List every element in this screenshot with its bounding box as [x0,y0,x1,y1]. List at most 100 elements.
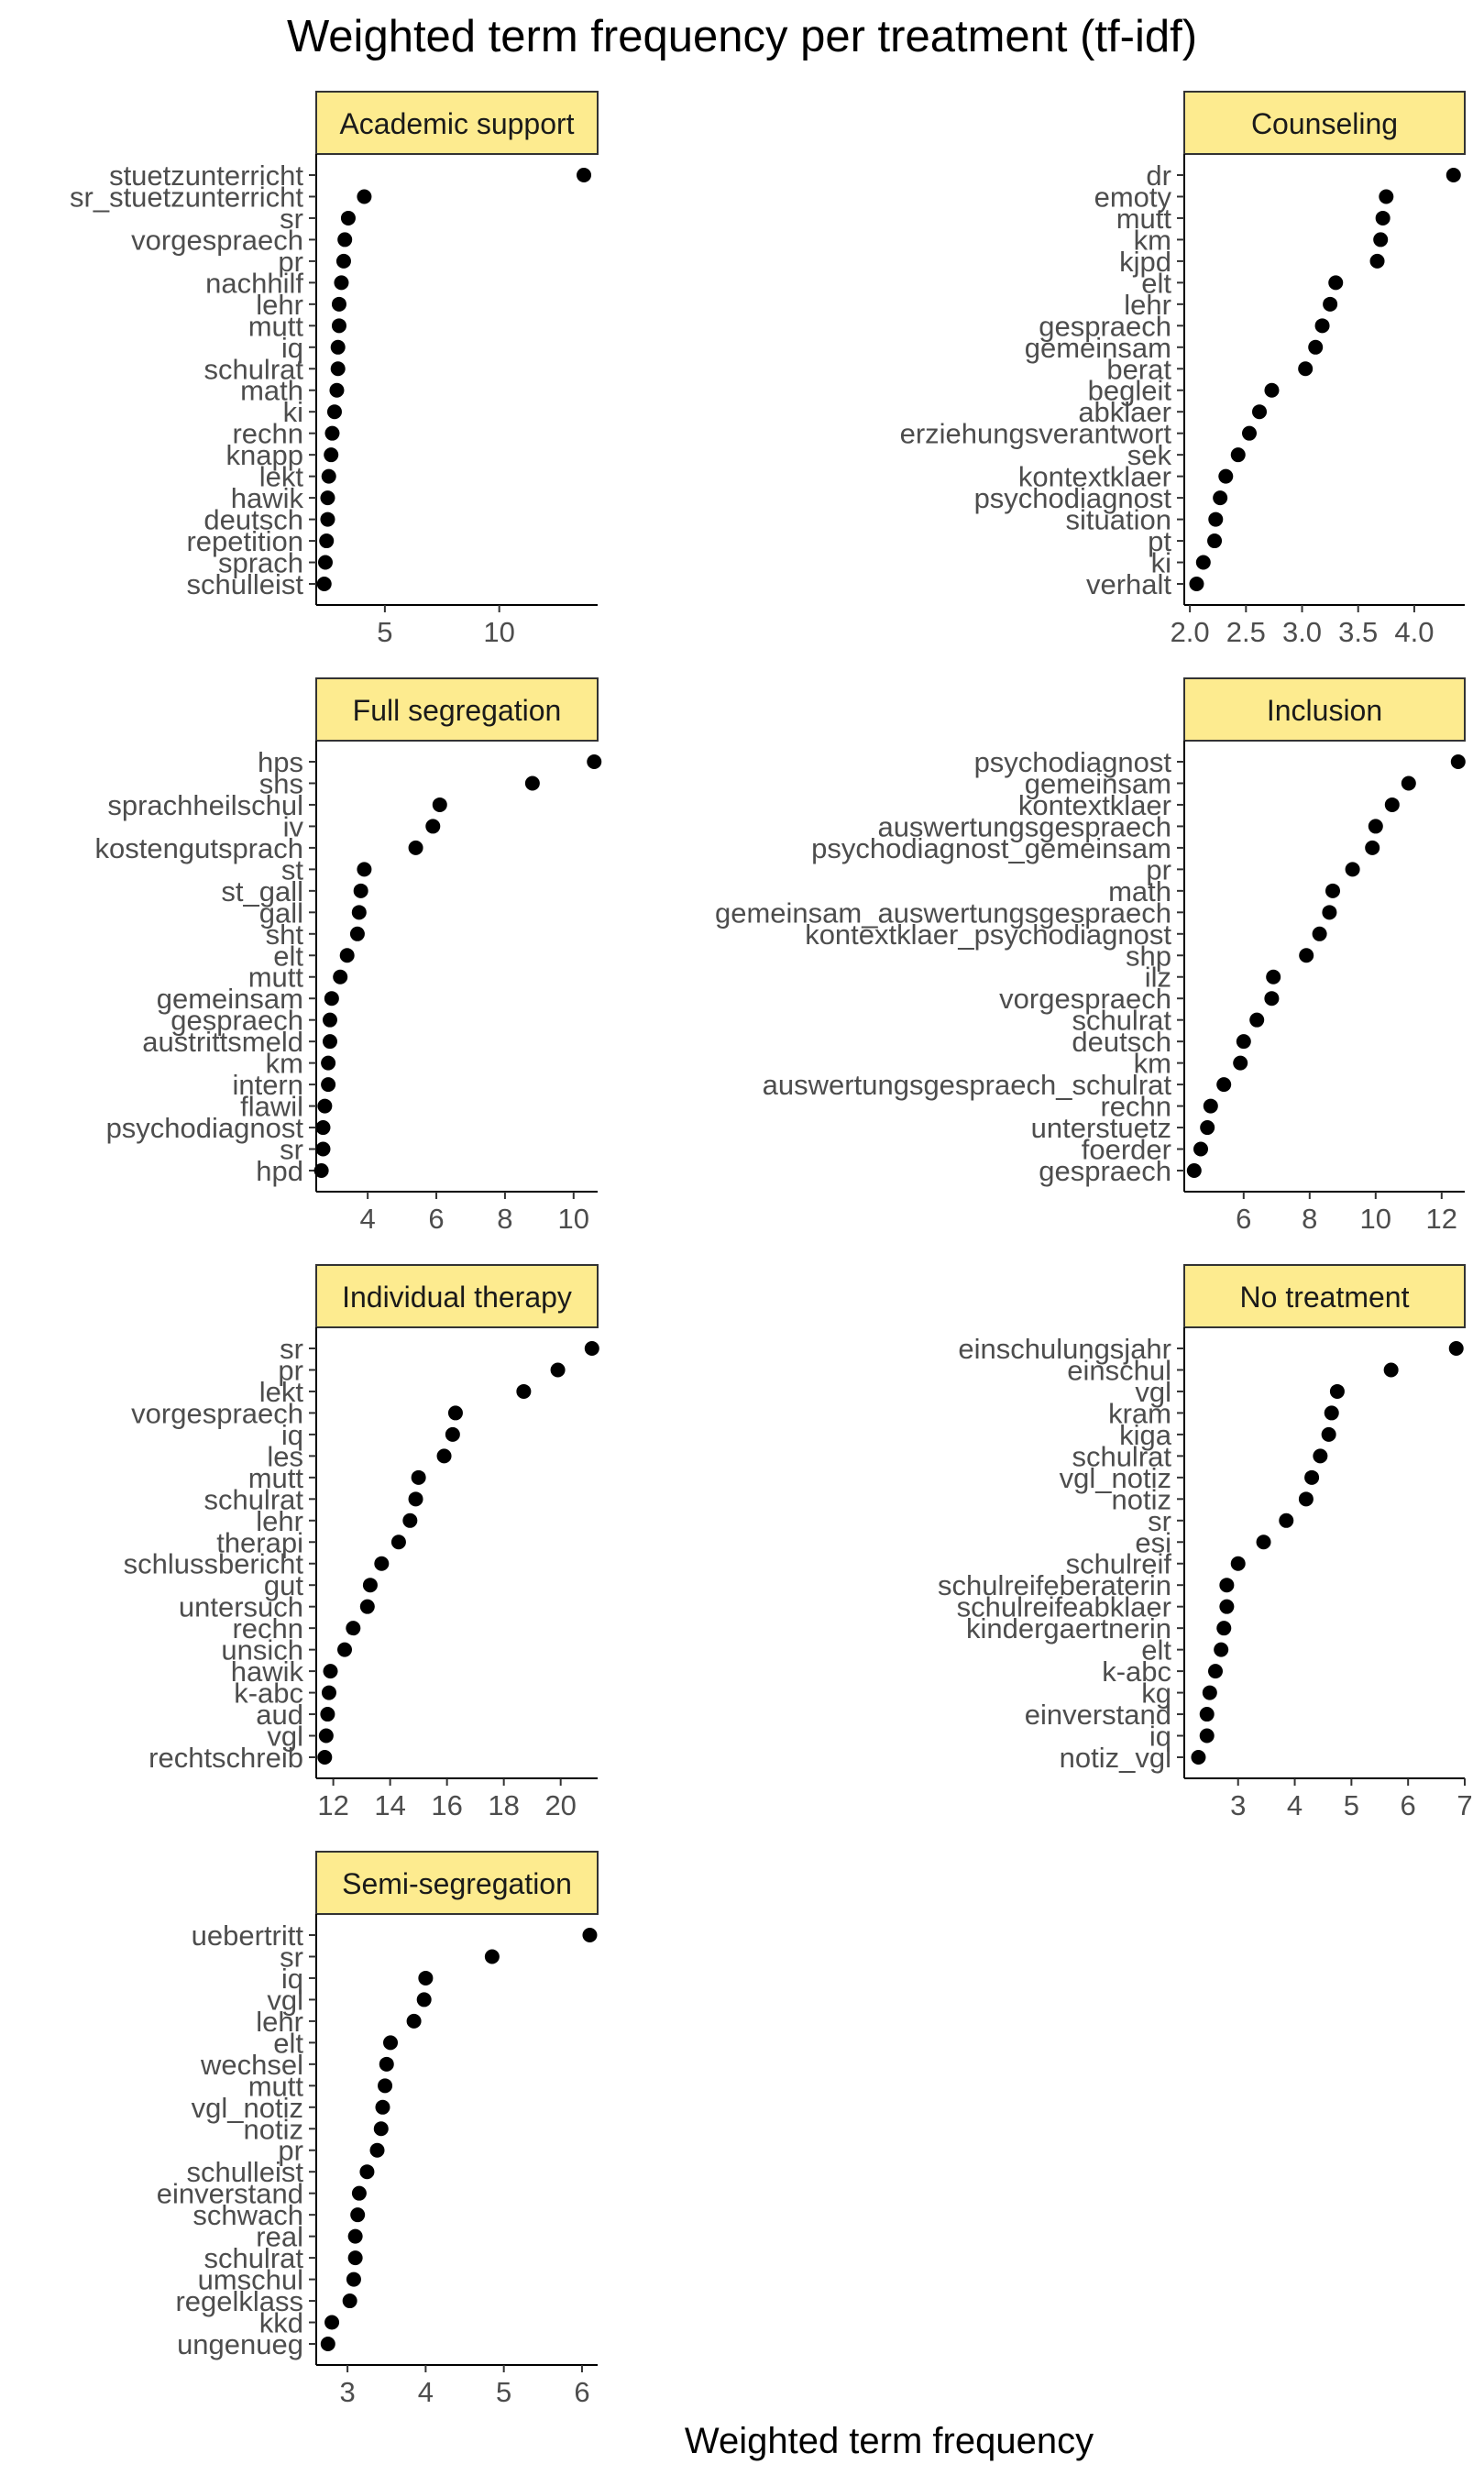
y-tick-label: sr [280,203,303,235]
y-tick-label: hps [258,746,303,778]
data-point [317,1750,333,1765]
data-point [374,1556,390,1571]
data-point [351,2185,367,2201]
data-point [1298,1491,1314,1507]
data-point [1313,1448,1328,1464]
y-tick-label: iq [281,1419,303,1451]
data-point [1321,1426,1336,1442]
x-tick-label: 3.5 [1338,616,1378,648]
y-tick-label: psychodiagnost [974,482,1172,514]
data-point [1329,1383,1345,1399]
facet-individual-therapy: Individual therapysrprlektvorgespraechiq… [124,1264,599,1821]
data-point [1252,404,1268,420]
data-point [1304,1469,1320,1485]
data-point [347,2250,363,2266]
y-tick-label: rechn [1100,1091,1171,1123]
data-point [584,1341,599,1356]
y-tick-label: sr [280,1333,303,1365]
data-point [320,1707,335,1722]
data-point [425,819,441,834]
data-point [321,1055,336,1071]
x-tick-label: 4.0 [1394,616,1434,648]
y-tick-label: uebertritt [192,1920,304,1952]
data-point [1369,253,1385,269]
y-tick-label: mutt [248,962,304,994]
x-tick-label: 6 [428,1203,444,1235]
y-tick-label: vgl_notiz [192,2092,303,2124]
data-point [1216,1077,1232,1093]
y-tick-label: schulreifeabklaer [957,1591,1171,1623]
y-tick-label: schulleist [187,2156,304,2188]
y-tick-label: kg [1141,1678,1171,1710]
data-point [333,969,348,984]
data-point [1219,1578,1235,1593]
data-point [1241,425,1257,441]
y-tick-label: hpd [256,1155,303,1187]
data-point [1375,210,1391,226]
chart-title: Weighted term frequency per treatment (t… [286,12,1198,61]
data-point [402,1512,418,1528]
data-point [337,1642,353,1657]
data-point [359,2164,375,2180]
y-tick-label: stuetzunterricht [109,160,303,192]
data-point [330,339,346,355]
data-point [1256,1534,1271,1550]
data-point [1199,1728,1215,1744]
data-point [326,404,342,420]
y-tick-label: iv [283,810,304,842]
y-tick-label: st [281,853,304,886]
data-point [1384,797,1400,812]
y-tick-label: auswertungsgespraech [877,810,1171,842]
y-tick-label: unterstuetz [1031,1112,1171,1144]
data-point [369,2142,385,2158]
y-tick-label: lehr [256,2006,303,2038]
data-point [582,1928,598,1942]
y-tick-label: austrittsmeld [142,1026,303,1058]
y-tick-label: ki [283,396,303,428]
data-point [587,754,602,769]
data-point [319,534,335,549]
facet-strip [315,1851,599,1915]
y-tick-label: sr [280,1941,303,1973]
data-point [408,1491,423,1507]
facet-counseling: Counselingdremotymuttkmkjpdeltlehrgespra… [900,91,1466,648]
y-tick-label: iq [281,1963,303,1995]
data-point [1200,1120,1215,1136]
data-point [331,296,346,312]
x-tick-label: 6 [574,2376,589,2408]
data-point [1208,1664,1223,1679]
data-point [524,776,540,791]
y-tick-label: ungenueg [177,2328,303,2360]
y-tick-label: ki [1151,547,1171,579]
x-tick-label: 7 [1457,1789,1472,1821]
y-tick-label: deutsch [1072,1026,1171,1058]
facet-strip [1183,91,1466,155]
y-tick-label: einschul [1067,1354,1171,1386]
data-point [379,2056,394,2072]
facet-no-treatment: No treatmenteinschulungsjahreinschulvglk… [938,1264,1473,1821]
y-tick-label: iq [1149,1721,1171,1753]
data-point [335,253,351,269]
data-point [447,1405,463,1421]
y-tick-label: kjpd [1119,246,1171,278]
data-point [1379,189,1394,204]
y-tick-label: sprachheilschul [107,789,303,821]
data-point [323,1664,338,1679]
y-tick-label: elt [1141,1634,1171,1666]
data-point [1264,991,1280,1006]
data-point [347,2228,363,2244]
data-point [1208,512,1224,527]
y-tick-label: kontextklaer [1018,789,1171,821]
y-tick-label: shp [1126,940,1171,972]
data-point [324,2315,340,2330]
x-tick-label: 4 [418,2376,434,2408]
x-tick-label: 10 [1360,1203,1391,1235]
y-tick-label: kiga [1119,1419,1172,1451]
data-point [577,168,592,182]
data-point [1325,883,1340,898]
data-point [322,1012,337,1028]
y-tick-label: psychodiagnost [974,746,1172,778]
y-tick-label: km [1134,224,1171,256]
y-tick-label: deutsch [203,504,303,536]
